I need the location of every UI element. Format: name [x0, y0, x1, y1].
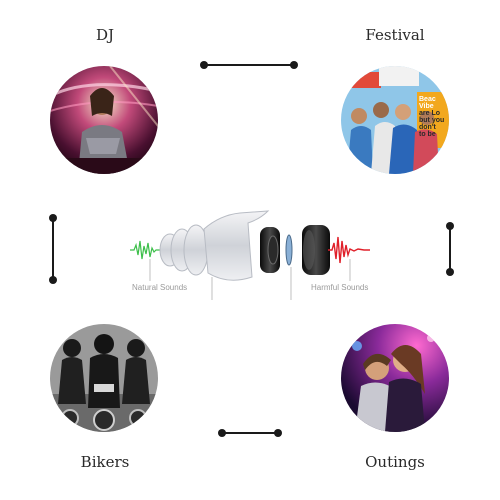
photo-outings: [341, 324, 449, 432]
label-dj: DJ: [95, 26, 115, 44]
connector-top: [200, 60, 298, 70]
label-outings: Outings: [365, 453, 425, 471]
photo-festival: Beac Vibe are Lo but you don't to be: [341, 66, 449, 174]
festival-sign-text: Beac Vibe are Lo but you don't to be: [419, 96, 445, 138]
photo-bikers: [50, 324, 158, 432]
harmful-sounds-label: Harmful Sounds: [311, 283, 369, 292]
connector-left: [48, 214, 58, 284]
harmful-sound-wave: [328, 236, 370, 264]
photo-dj: [50, 66, 158, 174]
natural-sounds-label: Natural Sounds: [132, 283, 188, 292]
connector-bottom: [218, 428, 282, 438]
label-bikers: Bikers: [80, 453, 130, 471]
label-festival: Festival: [365, 26, 425, 44]
natural-sound-wave: [130, 240, 160, 260]
connector-right: [445, 222, 455, 276]
earplug-diagram: [128, 205, 378, 300]
